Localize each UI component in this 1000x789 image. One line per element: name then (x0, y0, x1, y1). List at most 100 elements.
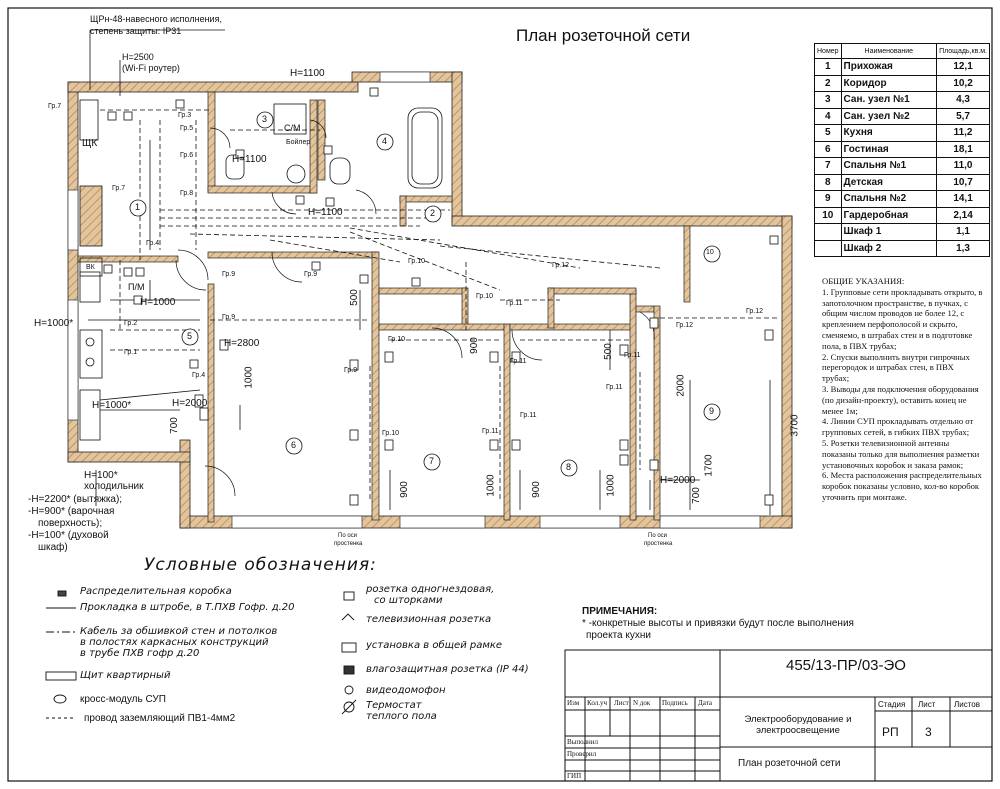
room-number (814, 239, 842, 257)
room-area: 5,7 (936, 107, 990, 125)
doors (175, 119, 655, 497)
tb-project: Электрооборудование и электроосвещение (744, 714, 852, 736)
note-line: перегородок и штрабах стен, в ПВХ (822, 362, 954, 373)
room-markers (129, 111, 721, 477)
room-name: Кухня (840, 124, 938, 142)
room-number: 6 (814, 140, 842, 158)
tb-stage: РП (882, 725, 899, 739)
note-line: 1. Групповые сети прокладывать открыто, … (822, 286, 983, 297)
panel-note-2: степень защиты: IP31 (90, 26, 182, 36)
room-number: 3 (814, 91, 842, 109)
grp-label: Гр.9 (222, 271, 236, 278)
fixture-vk: ВК (86, 264, 95, 271)
tb-col-izm: Изм (567, 699, 580, 707)
tb-col-sign: Подпись (662, 699, 688, 707)
tb-sheet-label: Лист (918, 700, 936, 709)
col-name: Наименование (840, 43, 938, 59)
remarks-line1: * -конкретные высоты и привязки будут по… (582, 618, 854, 629)
dim-700-b: 700 (690, 487, 702, 504)
grp-label: Гр.9 (344, 367, 358, 374)
grp-label: Гр.8 (180, 190, 194, 197)
room-name: Коридор (840, 74, 938, 92)
note-line: креплением перфополосой и скрыто, (822, 319, 958, 330)
general-notes-items: 1. Групповые сети прокладывать открыто, … (822, 287, 990, 503)
grp-label: Гр.10 (408, 258, 426, 265)
note-line: 6. Места расположения распределительных (822, 470, 982, 481)
dim-h1100-a: H=1100 (232, 154, 267, 165)
partitions (77, 91, 691, 523)
grp-label: Гр.2 (124, 320, 138, 327)
axis-note-a2: простенка (334, 541, 363, 547)
legend-socket-2: со шторками (374, 595, 443, 606)
dim-h1100-b: H=1100 (308, 207, 343, 218)
legend-cross-module: кросс-модуль СУП (80, 694, 166, 705)
grp-label: Гр.11 (624, 352, 641, 359)
legend-heading: Условные обозначения: (144, 555, 377, 575)
room-area: 18,1 (936, 140, 990, 158)
dim-h100: H=100* (84, 470, 118, 481)
tb-sheet-name: План розеточной сети (738, 758, 841, 769)
legend-panel: Щит квартирный (80, 670, 171, 681)
room-1: 1 (135, 202, 141, 212)
grp-label: Гр.7 (112, 185, 126, 192)
grp-label: Гр.9 (222, 314, 236, 321)
grp-label: Гр.4 (146, 240, 160, 247)
room-4: 4 (382, 136, 388, 146)
room-name: Сан. узел №2 (840, 107, 938, 125)
room-area: 4,3 (936, 91, 990, 109)
room-name: Спальня №1 (840, 157, 938, 175)
room-area: 11,0 (936, 157, 990, 175)
dim-1000-b: 1000 (605, 474, 617, 497)
dim-3700: 3700 (789, 414, 801, 437)
dim-700-a: 700 (168, 417, 180, 434)
title-block (564, 649, 993, 782)
remarks-line2: проекта кухни (586, 630, 651, 641)
legend-cable-3: в трубе ПХВ гофр д.20 (80, 648, 200, 659)
dim-1700: 1700 (703, 454, 715, 477)
legend-socket-1: розетка одногнездовая, (366, 584, 495, 595)
note-line: (по дизайн-проекту), оставить конец не (822, 394, 967, 405)
tb-stage-label: Стадия (878, 700, 906, 709)
room-3: 3 (262, 114, 268, 124)
tb-col-date: Дата (698, 699, 712, 707)
general-notes: ОБЩИЕ УКАЗАНИЯ: 1. Групповые сети прокла… (822, 276, 990, 503)
dim-h2000-b: H=2000 (660, 475, 696, 486)
sockets (103, 87, 779, 506)
grp-label: Гр.11 (482, 428, 499, 435)
grp-label: Гр.10 (382, 430, 400, 437)
room-7: 7 (429, 456, 435, 466)
room-name: Гостиная (840, 140, 938, 158)
grp-label: Гр.6 (180, 152, 194, 159)
tb-row-checked: Проверил (567, 750, 597, 758)
note-line: общим числом проводов не более 12, с (822, 308, 965, 319)
note-line: 3. Выводы для подключения оборудования (822, 383, 979, 394)
page-title: План розеточной сети (516, 26, 691, 45)
tb-col-list: Лист (614, 699, 629, 707)
room-area: 2,14 (936, 206, 990, 224)
windows (67, 71, 761, 529)
note-line: групповых сетей, в гибких ПВХ трубах; (822, 427, 970, 438)
note-line: трубах; (822, 373, 850, 384)
note-line: пола, в ПВХ трубах; (822, 340, 897, 351)
room-area: 12,1 (936, 58, 990, 76)
tb-col-kol: Кол.уч (587, 699, 607, 707)
legend-cable-2: в полостях каркасных конструкций (80, 637, 269, 648)
grp-label: Гр.12 (746, 308, 764, 315)
room-number: 1 (814, 58, 842, 76)
room-area: 1,1 (936, 223, 990, 241)
remarks-heading: ПРИМЕЧАНИЯ: (582, 606, 658, 617)
fixtures (79, 99, 443, 441)
dim-900-c: 900 (468, 337, 480, 354)
grp-label: Гр.10 (388, 336, 406, 343)
dim-h2000-a: H=2000 (172, 398, 208, 409)
